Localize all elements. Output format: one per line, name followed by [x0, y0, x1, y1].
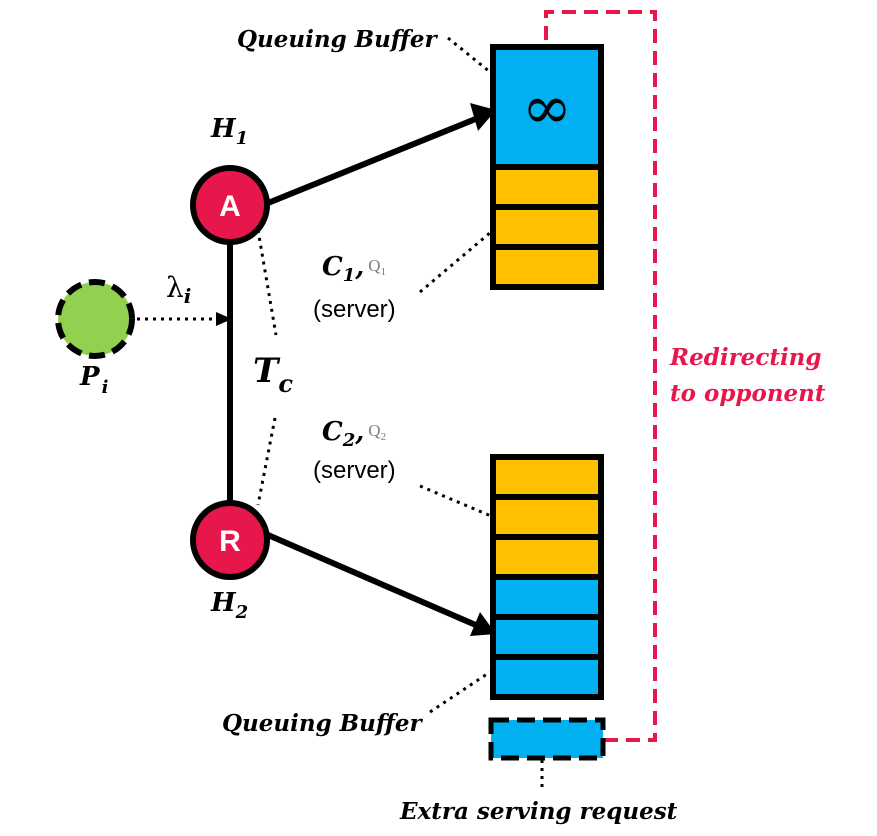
queue-2-slot — [490, 534, 604, 580]
leader-queue1-buffer — [447, 36, 491, 74]
queue-1: ∞ — [490, 44, 604, 290]
node-r — [190, 500, 270, 580]
queue-1-slot — [490, 204, 604, 250]
arrival-arrowhead — [216, 312, 232, 326]
infinity-symbol: ∞ — [522, 73, 572, 143]
queue-1-slot — [490, 164, 604, 210]
queue-2 — [490, 454, 604, 700]
queuing-buffer-bottom-label: Queuing Buffer — [222, 710, 423, 737]
extra-request-box — [488, 717, 606, 761]
server-2-role: (server) — [313, 457, 396, 484]
queue-1-buffer — [490, 44, 604, 170]
leader-server2 — [419, 484, 492, 518]
queue-2-slot — [490, 494, 604, 540]
arrow-r-head — [470, 612, 496, 636]
arrow-a-to-queue1 — [266, 115, 480, 206]
peer-node — [55, 279, 135, 359]
leader-queue2-buffer — [429, 670, 491, 714]
arrow-r-to-queue2 — [266, 532, 480, 629]
host-2-label: H2 — [210, 588, 248, 623]
queue-2-buffer-slot — [490, 614, 604, 660]
redirect-label-line2: to opponent — [670, 380, 826, 407]
tc-dotted-top — [256, 229, 278, 336]
node-a — [190, 165, 270, 245]
server-1-role: (server) — [313, 296, 396, 323]
arrow-a-head — [470, 103, 496, 131]
queuing-buffer-top-label: Queuing Buffer — [237, 26, 438, 53]
node-r-label: R — [219, 525, 241, 558]
queue-2-slot — [490, 454, 604, 500]
server-2-capacity: C2,Q2 — [322, 417, 386, 451]
server-1-capacity: C1,Q1 — [322, 252, 386, 286]
arrival-rate-label: λi — [166, 271, 191, 308]
tc-dotted-bottom — [256, 417, 277, 506]
leader-server1 — [419, 230, 492, 294]
link-label: Tc — [253, 351, 293, 398]
extra-request-label: Extra serving request — [399, 798, 678, 825]
queue-2-buffer-slot — [490, 654, 604, 700]
queue-2-buffer-slot — [490, 574, 604, 620]
queue-1-slot — [490, 244, 604, 290]
node-a-label: A — [219, 190, 241, 223]
host-1-label: H1 — [210, 114, 248, 149]
redirect-label-line1: Redirecting — [669, 344, 822, 371]
redirect-path — [544, 10, 657, 742]
